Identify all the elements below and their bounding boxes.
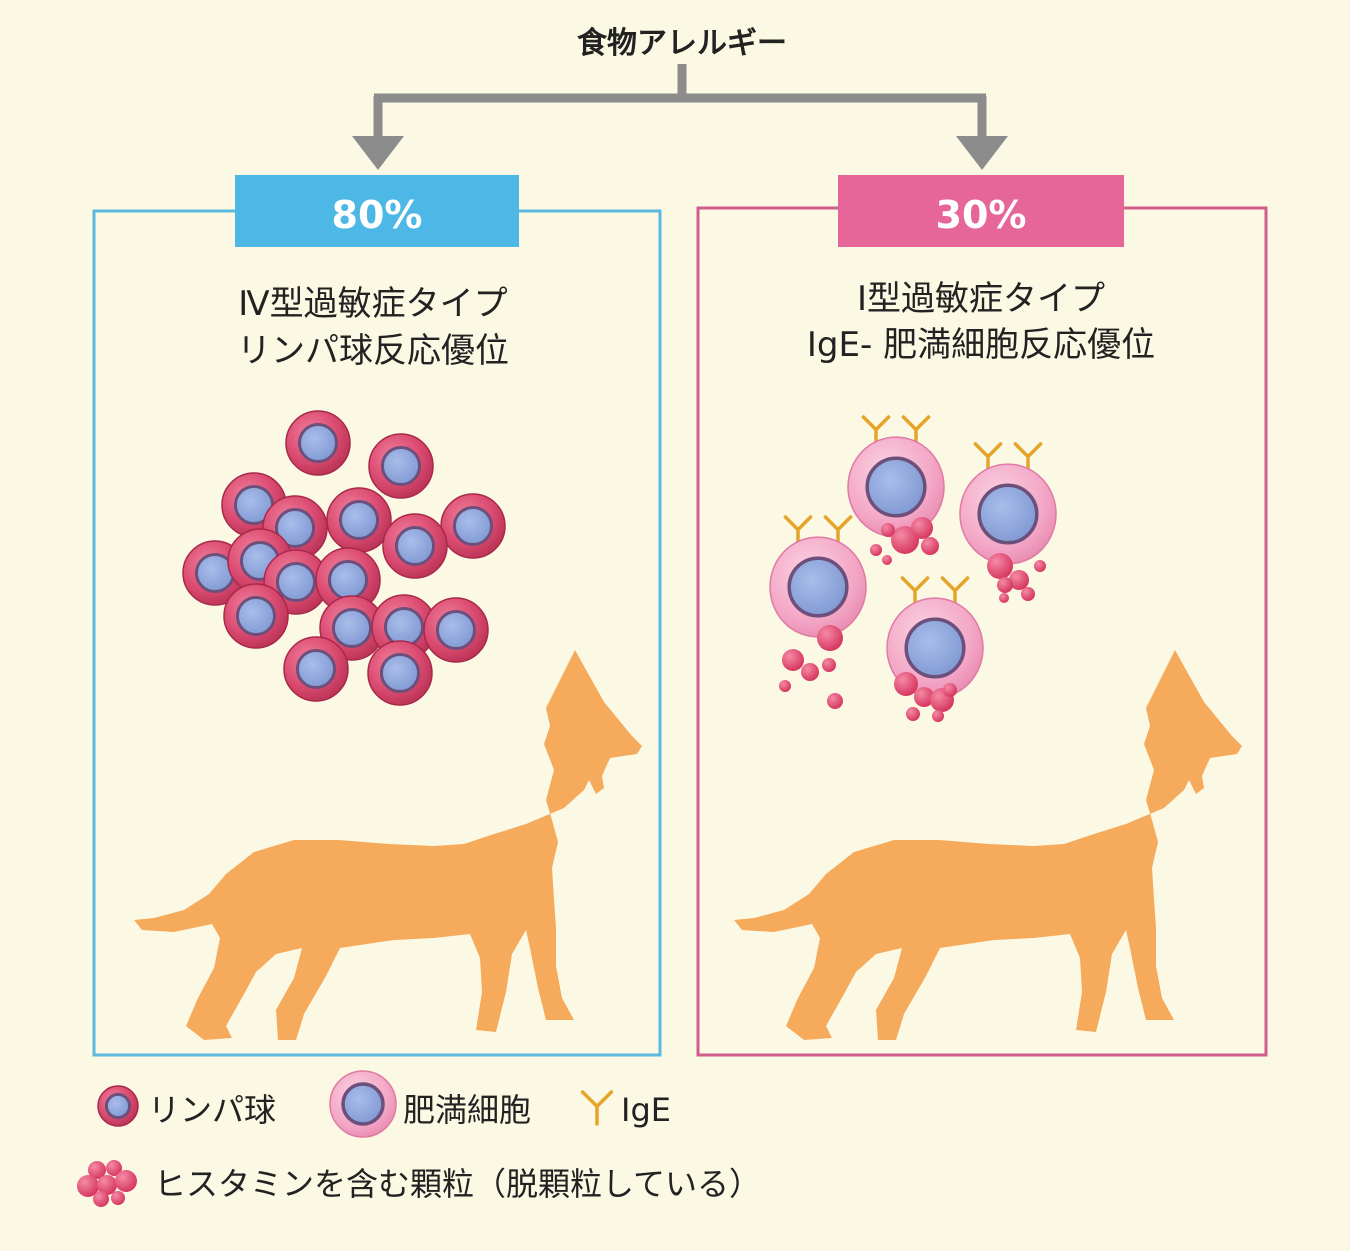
left-percent-box (235, 175, 519, 247)
histamine-granules (870, 517, 939, 565)
arrow-head-right-icon (956, 136, 1008, 170)
lymphocyte-icon (97, 1085, 139, 1127)
lymphocyte-cell (367, 640, 433, 706)
mast-cell-icon (329, 1070, 397, 1138)
ige-antibody-icon (580, 1090, 614, 1126)
histamine-granules (987, 553, 1046, 603)
histamine-granule-icon (77, 1160, 137, 1207)
right-dominance-label: IgE- 肥満細胞反応優位 (807, 325, 1155, 365)
mast-cell (959, 442, 1057, 603)
lymphocyte-cell (368, 433, 434, 499)
mast-cell-cluster (769, 415, 1057, 722)
right-panel: 30% Ⅰ型過敏症タイプ IgE- 肥満細胞反応優位 (696, 175, 1268, 1057)
histamine-granules (894, 672, 957, 722)
dog-silhouette-icon (734, 650, 1242, 1040)
lymphocyte-cell (97, 1085, 139, 1127)
legend-lymphocyte-label: リンパ球 (148, 1091, 276, 1129)
diagram-title: 食物アレルギー (577, 26, 787, 61)
left-percent-label: 80% (332, 193, 423, 237)
lymphocyte-cluster (182, 410, 506, 706)
right-percent-box (838, 175, 1124, 247)
lymphocyte-cell (423, 597, 489, 663)
lymphocyte-cell (285, 410, 351, 476)
lymphocyte-cell (283, 636, 349, 702)
split-arrows (373, 64, 987, 140)
lymphocyte-cell (315, 547, 381, 613)
lymphocyte-cell (326, 487, 392, 553)
left-dominance-label: リンパ球反応優位 (237, 331, 509, 371)
legend-ige-label: IgE (621, 1091, 671, 1129)
right-type-label: Ⅰ型過敏症タイプ (857, 279, 1105, 319)
left-panel: 80% Ⅳ型過敏症タイプ リンパ球反応優位 (92, 175, 662, 1057)
lymphocyte-cell (382, 513, 448, 579)
lymphocyte-cell (440, 493, 506, 559)
legend: リンパ球 肥満細胞 IgE ヒスタミンを含む顆粒（脱顆粒している） (77, 1070, 761, 1207)
lymphocyte-cell (223, 583, 289, 649)
histamine-granules (779, 625, 843, 709)
right-percent-label: 30% (936, 193, 1027, 237)
histamine-granules (77, 1160, 137, 1207)
mast-cell (886, 576, 984, 722)
ige-antibody-icon (580, 1090, 614, 1126)
mast-cell (769, 515, 867, 709)
legend-mast-cell-label: 肥満細胞 (403, 1091, 531, 1129)
mast-cell (847, 415, 945, 565)
legend-granule-label: ヒスタミンを含む顆粒（脱顆粒している） (154, 1165, 761, 1203)
left-type-label: Ⅳ型過敏症タイプ (238, 284, 507, 324)
arrow-head-left-icon (352, 136, 404, 170)
dog-silhouette-icon (134, 650, 642, 1040)
